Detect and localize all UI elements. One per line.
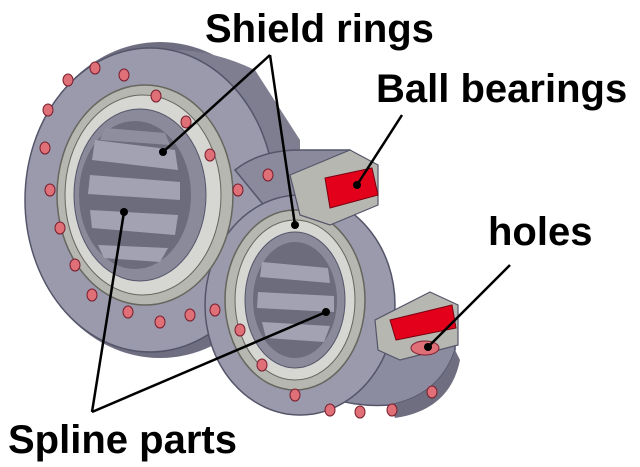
label-ball-bearings: Ball bearings bbox=[376, 67, 627, 111]
leader-dots bbox=[120, 148, 432, 351]
bearing-section-top bbox=[289, 149, 379, 226]
bearing-section-bottom bbox=[374, 291, 459, 361]
left-spline bbox=[79, 121, 191, 269]
label-holes: holes bbox=[488, 210, 592, 254]
label-shield-rings: Shield rings bbox=[205, 7, 434, 51]
right-spline bbox=[253, 242, 337, 358]
bolt-holes bbox=[39, 61, 438, 419]
label-spline-parts: Spline parts bbox=[8, 418, 237, 462]
leader-lines bbox=[90, 54, 511, 414]
